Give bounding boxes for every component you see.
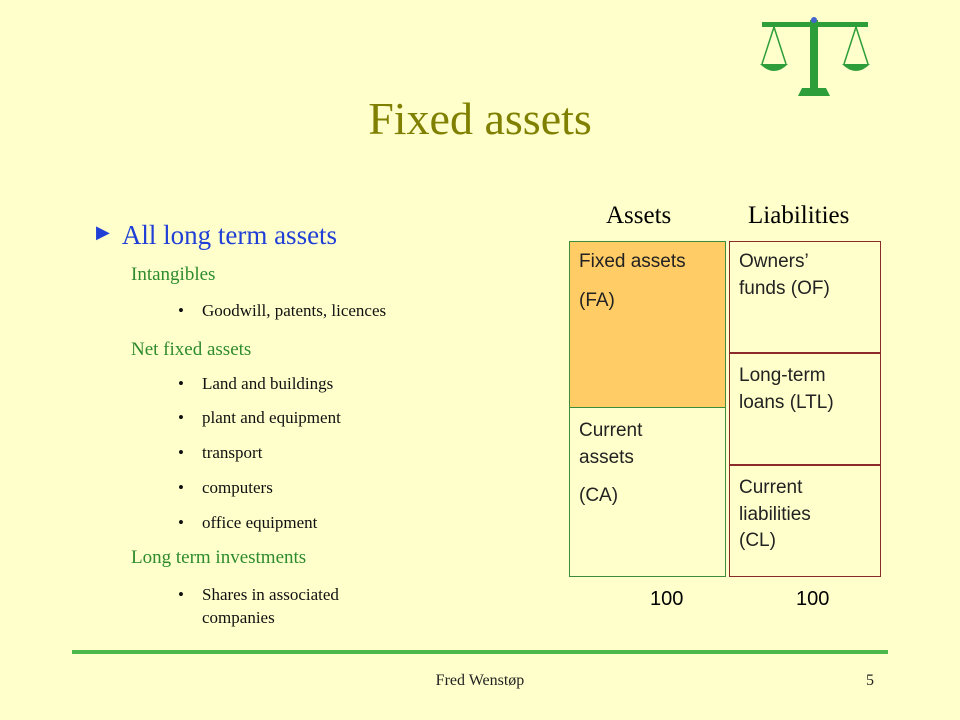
- page-number: 5: [866, 672, 874, 689]
- triangle-right-icon: ▶: [96, 222, 110, 242]
- page-title: Fixed assets: [368, 93, 592, 144]
- owners-funds-label: Owners’ funds (OF): [739, 251, 830, 299]
- long-term-loans-label: Long-term loans (LTL): [739, 365, 834, 413]
- list-item: •computers: [178, 478, 273, 497]
- section-heading-intangibles: Intangibles: [131, 264, 216, 285]
- assets-header: Assets: [606, 202, 672, 229]
- assets-total: 100: [650, 588, 684, 610]
- footer-author: Fred Wenstøp: [435, 672, 525, 689]
- main-bullet: ▶ All long term assets: [96, 220, 337, 251]
- list-item: •plant and equipment: [178, 408, 341, 427]
- footer-divider: [72, 650, 888, 654]
- section-heading-long-term-investments: Long term investments: [131, 547, 307, 568]
- liabilities-divider: [729, 464, 881, 466]
- list-item: •office equipment: [178, 513, 318, 532]
- list-item: •Land and buildings: [178, 374, 334, 393]
- liabilities-divider: [729, 352, 881, 354]
- fixed-assets-box: [570, 242, 725, 408]
- scales-of-justice-icon: [760, 17, 870, 96]
- fixed-assets-label: Fixed assets (FA): [579, 251, 686, 311]
- list-item: •transport: [178, 443, 263, 462]
- current-assets-label: Current assets (CA): [579, 420, 643, 507]
- assets-column: [569, 241, 726, 577]
- liabilities-total: 100: [796, 588, 830, 610]
- liabilities-header: Liabilities: [748, 202, 850, 229]
- current-liabilities-label: Current liabilities (CL): [739, 477, 811, 552]
- section-heading-net-fixed-assets: Net fixed assets: [131, 339, 252, 360]
- main-bullet-text: All long term assets: [121, 220, 338, 250]
- liabilities-column: [729, 241, 881, 577]
- list-item: •Goodwill, patents, licences: [178, 301, 387, 320]
